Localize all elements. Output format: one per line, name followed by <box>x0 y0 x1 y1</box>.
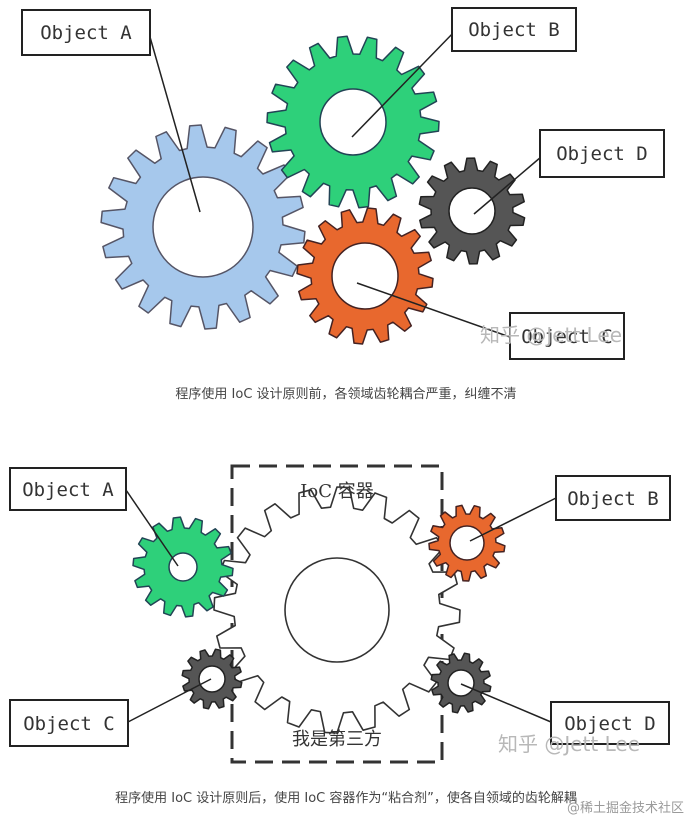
svg-text:Object B: Object B <box>468 19 560 41</box>
gear-object-c2-hole <box>198 665 226 693</box>
gear-object-a2-hole <box>168 552 198 582</box>
leader-line-c <box>356 282 511 338</box>
gear-ioc-container-hole <box>284 557 390 663</box>
gear-object-c-hole <box>331 242 399 310</box>
leader-line-b <box>351 29 457 138</box>
svg-text:Object A: Object A <box>40 22 132 44</box>
watermark-zhihu-top: 知乎 @Jett Lee <box>480 323 622 347</box>
svg-text:Object D: Object D <box>564 713 656 735</box>
label-object-c2: Object C <box>9 699 129 747</box>
gear-object-d <box>418 157 526 265</box>
gear-object-b2 <box>428 504 506 582</box>
svg-text:Object D: Object D <box>556 143 648 165</box>
ioc-container-title: IoC 容器 <box>300 481 373 502</box>
leader-line-d2 <box>460 683 552 723</box>
leader-line-d <box>473 156 542 215</box>
svg-text:Object B: Object B <box>567 488 659 510</box>
ioc-container-subtitle: 我是第三方 <box>292 729 382 750</box>
caption-before: 程序使用 IoC 设计原则前，各领域齿轮耦合严重，纠缠不清 <box>175 386 516 402</box>
label-object-d: Object D <box>539 129 665 178</box>
gear-object-d2-hole <box>447 669 475 697</box>
gear-object-b-hole <box>319 88 387 156</box>
gear-ioc-container <box>213 486 461 734</box>
gear-object-b <box>266 35 440 209</box>
gear-object-d-hole <box>448 187 496 235</box>
leader-line-a <box>149 36 201 213</box>
figure-1: Object A Object B Object D Object C 知乎 @… <box>21 7 665 402</box>
label-object-c: Object C <box>509 312 625 360</box>
watermark-juejin: @稀土掘金技术社区 <box>567 800 684 816</box>
svg-text:Object C: Object C <box>23 713 115 735</box>
gear-object-a-hole <box>152 176 254 278</box>
gear-object-a2 <box>132 516 234 618</box>
leader-line-b2 <box>469 497 557 542</box>
svg-text:Object A: Object A <box>22 479 114 501</box>
watermark-zhihu-bottom: 知乎 @Jett Lee <box>498 732 640 756</box>
label-object-a: Object A <box>21 9 151 56</box>
leader-line-a2 <box>125 489 179 567</box>
gear-object-b2-hole <box>449 525 485 561</box>
svg-text:Object C: Object C <box>521 326 613 348</box>
leader-line-c2 <box>127 678 212 723</box>
label-object-b2: Object B <box>555 475 671 521</box>
figure-2: IoC 容器 我是第三方 Object A Object B Object C … <box>9 464 671 806</box>
gear-object-d2 <box>430 652 492 714</box>
label-object-b: Object B <box>451 7 577 52</box>
gear-object-c <box>296 207 434 345</box>
label-object-d2: Object D <box>550 701 670 745</box>
gear-object-a <box>100 124 306 330</box>
caption-after: 程序使用 IoC 设计原则后，使用 IoC 容器作为“粘合剂”，使各自领域的齿轮… <box>115 790 577 806</box>
gear-object-c2 <box>181 648 243 710</box>
label-object-a2: Object A <box>9 467 127 511</box>
